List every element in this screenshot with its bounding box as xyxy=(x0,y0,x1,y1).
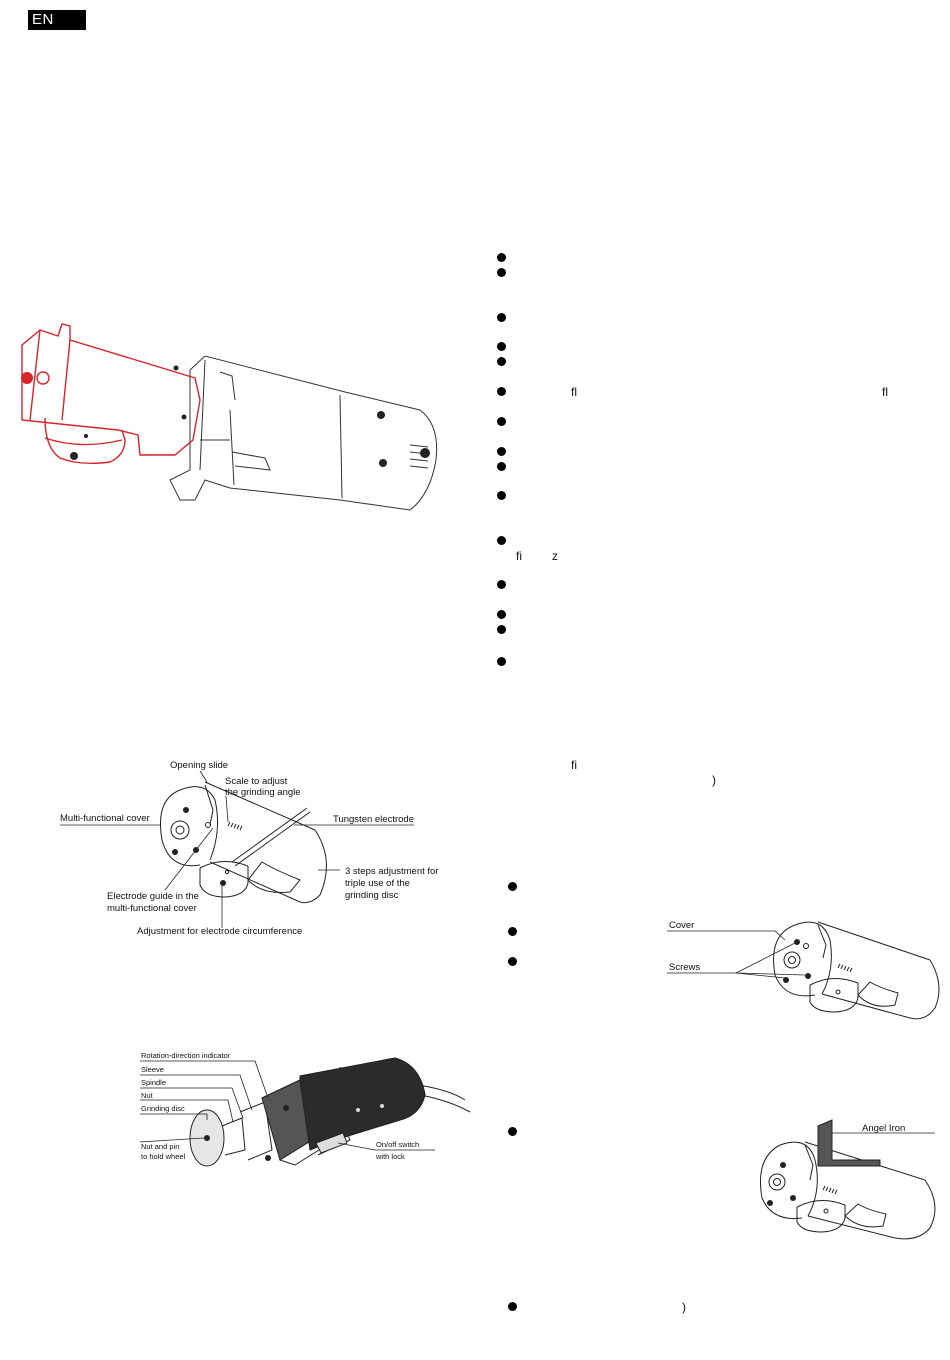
text-fragment-paren-1: ) xyxy=(712,773,716,787)
label-electrode-circumference: Adjustment for electrode circumference xyxy=(137,926,303,937)
label-steps-line3: grinding disc xyxy=(345,890,399,901)
bullet-17 xyxy=(508,927,517,936)
label-steps-line2: triple use of the xyxy=(345,878,410,889)
text-fragment-fi-1: fi xyxy=(516,549,522,563)
bullet-3 xyxy=(497,313,506,322)
bullet-19 xyxy=(508,1127,517,1136)
label-tungsten-electrode: Tungsten electrode xyxy=(333,814,414,825)
bullet-10 xyxy=(497,491,506,500)
label-steps-line1: 3 steps adjustment for xyxy=(345,866,439,877)
label-opening-slide: Opening slide xyxy=(170,760,229,771)
text-fragment-fl-1: fl xyxy=(571,385,577,399)
label-switch-line2: with lock xyxy=(376,1152,405,1161)
bullet-2 xyxy=(497,268,506,277)
language-badge: EN xyxy=(28,10,86,30)
label-multi-functional-cover: Multi-functional cover xyxy=(60,813,150,824)
label-guide-line2: multi-functional cover xyxy=(107,903,197,914)
bullet-1 xyxy=(497,253,506,262)
label-rotation-direction: Rotation-direction indicator xyxy=(141,1051,231,1060)
label-screws: Screws xyxy=(669,962,701,973)
bullet-20 xyxy=(508,1302,517,1311)
text-fragment-paren-2: ) xyxy=(682,1300,686,1314)
label-nut-pin-line2: to hold wheel xyxy=(141,1152,186,1161)
label-guide-line1: Electrode guide in the xyxy=(107,891,199,902)
bullet-18 xyxy=(508,957,517,966)
text-fragment-fl-2: fl xyxy=(882,385,888,399)
bullet-16 xyxy=(508,882,517,891)
bullet-11 xyxy=(497,536,506,545)
text-fragment-fi-2: fi xyxy=(571,758,577,772)
label-cover: Cover xyxy=(669,920,695,931)
label-nut-pin-line1: Nut and pin xyxy=(141,1142,180,1151)
bullet-7 xyxy=(497,417,506,426)
bullet-8 xyxy=(497,447,506,456)
bullet-14 xyxy=(497,625,506,634)
text-fragment-z: z xyxy=(552,549,558,563)
label-nut: Nut xyxy=(141,1091,153,1100)
bullet-12 xyxy=(497,580,506,589)
label-spindle: Spindle xyxy=(141,1078,167,1087)
label-angle-iron: Angel Iron xyxy=(862,1123,906,1134)
bullet-15 xyxy=(497,657,506,666)
label-scale-line2: the grinding angle xyxy=(225,787,301,798)
bullet-6 xyxy=(497,387,506,396)
label-scale-line1: Scale to adjust xyxy=(225,776,288,787)
bullet-13 xyxy=(497,610,506,619)
bullet-9 xyxy=(497,462,506,471)
bullet-5 xyxy=(497,357,506,366)
label-switch-line1: On/off switch xyxy=(376,1140,420,1149)
label-grinding-disc: Grinding disc xyxy=(141,1104,185,1113)
label-sleeve: Sleeve xyxy=(141,1065,164,1074)
bullet-4 xyxy=(497,342,506,351)
